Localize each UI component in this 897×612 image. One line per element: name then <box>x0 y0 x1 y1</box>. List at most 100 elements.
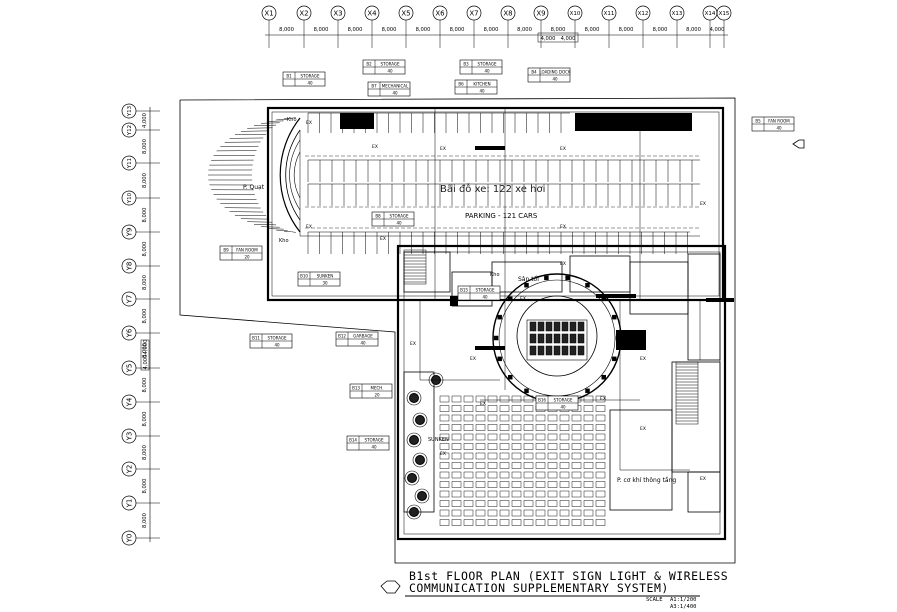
x-axis-label: X3 <box>333 10 342 18</box>
tag-name: MECHANICAL <box>382 84 409 89</box>
sunken-label: SUNKEN <box>428 437 449 443</box>
tag-name: STORAGE <box>300 74 320 79</box>
building-outline <box>266 106 727 541</box>
x-axis-label: X15 <box>719 11 730 17</box>
storage-label-3: Kho <box>490 272 500 278</box>
tag-code: B11 <box>252 336 260 341</box>
exit-sign-label: EX <box>700 476 706 482</box>
tag-code: B3 <box>463 62 469 67</box>
tag-area: 40 <box>479 89 485 94</box>
x-axis-label: X14 <box>705 11 716 17</box>
x-axis-label: X4 <box>367 10 377 18</box>
y-subdimension-value: 4,000 <box>143 340 149 355</box>
x-dimension-value: 8,000 <box>348 27 363 33</box>
y-subdimension-value: 4,000 <box>143 355 149 370</box>
tag-code: B7 <box>371 84 377 89</box>
x-subdimension-value: 4,000 <box>561 36 576 42</box>
x-axis-label: X9 <box>536 10 545 18</box>
y-axis-label: Y9 <box>126 228 134 238</box>
title-block: B1st FLOOR PLAN (EXIT SIGN LIGHT & WIREL… <box>380 569 728 610</box>
tag-area: 40 <box>484 69 490 74</box>
tag-area: 20 <box>374 393 380 398</box>
y-dimension-value: 8,000 <box>142 242 148 257</box>
tag-code: B2 <box>366 62 372 67</box>
exit-sign-label: EX <box>410 341 416 347</box>
x-subdimension-value: 4,000 <box>541 36 556 42</box>
y-dimension-value: 8,000 <box>142 412 148 427</box>
y-dimension-value: 8,000 <box>142 208 148 223</box>
tag-name: STORAGE <box>389 214 409 219</box>
tag-name: GARBAGE <box>353 334 373 339</box>
title-line-1: B1st FLOOR PLAN (EXIT SIGN LIGHT & WIREL… <box>409 569 728 583</box>
title-line-2: COMMUNICATION SUPPLEMENTARY SYSTEM) <box>409 581 669 595</box>
staircases <box>403 249 699 425</box>
tag-area: 40 <box>371 445 377 450</box>
y-axis-label: Y12 <box>127 125 133 136</box>
x-axis-label: X10 <box>570 11 581 17</box>
tag-name: STORAGE <box>364 438 384 443</box>
tag-name: SUNKEN <box>317 274 334 279</box>
tag-name: MECH. <box>371 386 384 391</box>
y-axis-label: Y2 <box>126 465 134 475</box>
exit-sign-label: EX <box>560 146 566 152</box>
parking-label-en: PARKING - 121 CARS <box>465 212 538 220</box>
tag-area: 40 <box>776 126 782 131</box>
tag-code: B8 <box>375 214 381 219</box>
dark-yard-label: Sân tối <box>518 276 539 283</box>
curved-ramp <box>208 117 301 233</box>
tag-name: STORAGE <box>477 62 497 67</box>
tag-name: LOADING DOCK <box>539 70 571 75</box>
mech-shaft-label: P. cơ khí thông tầng <box>617 476 676 484</box>
storage-label-1: Kho <box>287 117 297 123</box>
y-dimension-line: 4,0008,0008,0008,0008,0008,0008,0008,000… <box>140 107 151 542</box>
x-axis-label: X11 <box>604 11 615 17</box>
y-dimension-value: 8,000 <box>142 479 148 494</box>
tag-code: B4 <box>531 70 537 75</box>
tag-area: 30 <box>322 281 328 286</box>
tag-code: B9 <box>223 248 229 253</box>
x-axis-label: X12 <box>638 11 649 17</box>
exit-sign-label: EX <box>440 451 446 457</box>
x-dimension-value: 8,000 <box>585 27 600 33</box>
x-axis-label: X5 <box>401 10 410 18</box>
tag-area: 40 <box>387 69 393 74</box>
x-axis-label: X2 <box>299 10 308 18</box>
room-spec-tag: B13 MECH. 20 <box>349 383 393 399</box>
y-dimension-value: 8,000 <box>142 445 148 460</box>
x-dimension-value: 8,000 <box>551 27 566 33</box>
y-axis-label: Y10 <box>127 192 133 204</box>
exit-sign-label: EX <box>640 426 646 432</box>
x-dimension-value: 8,000 <box>382 27 397 33</box>
exit-sign-label: EX <box>640 356 646 362</box>
y-dimension-value: 8,000 <box>142 513 148 528</box>
tag-area: 40 <box>360 341 366 346</box>
x-dimension-value: 8,000 <box>416 27 431 33</box>
seating-tables <box>439 395 606 526</box>
exit-sign-label: EX <box>372 144 378 150</box>
tag-name: FAN ROOM <box>236 248 258 253</box>
tag-code: B15 <box>460 288 468 293</box>
fan-room-label: P. Quạt <box>243 184 265 191</box>
tag-code: B13 <box>352 386 360 391</box>
y-axis-label: Y6 <box>126 328 134 338</box>
central-rotunda <box>492 273 622 403</box>
exit-sign-label: EX <box>520 296 526 302</box>
x-dimension-value: 8,000 <box>517 27 532 33</box>
x-axis-label: X8 <box>503 10 512 18</box>
speaker-icon <box>792 139 805 149</box>
tag-name: STORAGE <box>267 336 287 341</box>
storage-label-2: Kho <box>279 238 289 244</box>
exit-sign-label: EX <box>440 146 446 152</box>
x-dimension-value: 8,000 <box>450 27 465 33</box>
x-axis-label: X7 <box>469 10 478 18</box>
y-axis-label: Y5 <box>126 364 134 374</box>
tag-code: B1 <box>286 74 292 79</box>
